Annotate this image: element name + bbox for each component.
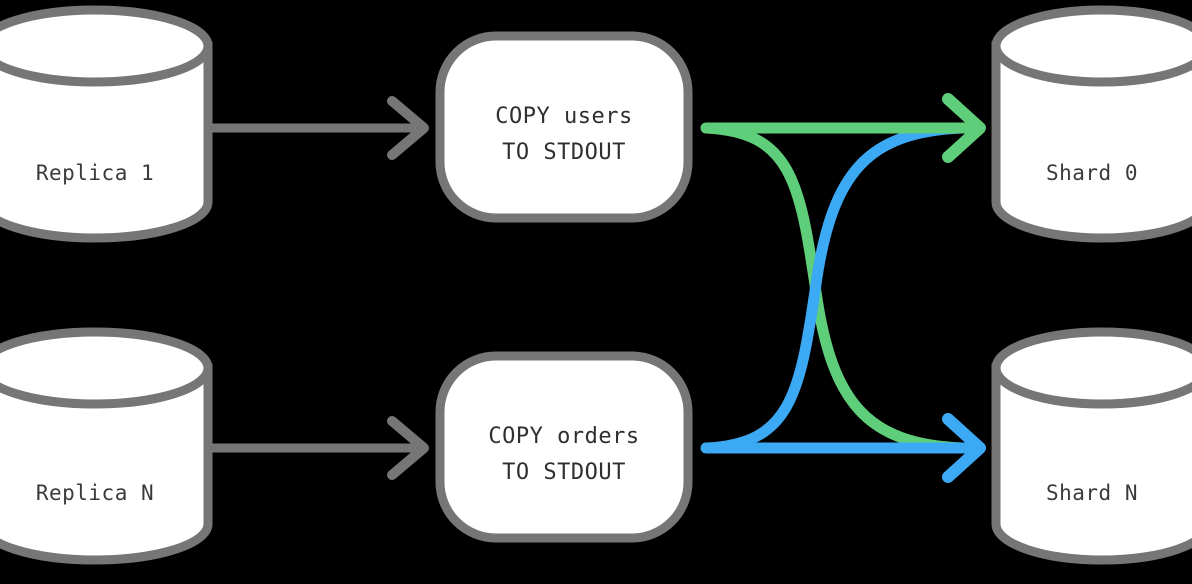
copy-users-line-2: TO STDOUT (502, 140, 626, 165)
flow-orders-to-shard-n (706, 413, 986, 483)
shard-n-label: Shard N (1046, 481, 1138, 505)
flow-orders-to-shard-0 (700, 122, 968, 454)
flow-users-to-shard-n (700, 122, 968, 454)
connector-replica1-to-copyusers (210, 96, 429, 160)
replica-1-label: Replica 1 (36, 161, 154, 185)
copy-users-line-1: COPY users (495, 104, 632, 129)
target-cylinder-shard-n[interactable]: Shard N (991, 327, 1192, 565)
connector-replican-to-copyorders (210, 416, 429, 480)
replica-n-cylinder-top (0, 327, 213, 409)
copy-orders-box-frame (435, 351, 693, 543)
copy-orders-line-2: TO STDOUT (502, 460, 626, 485)
process-box-copy-orders[interactable]: COPY orders TO STDOUT (435, 351, 693, 543)
shard-0-cylinder-top (991, 5, 1192, 87)
green-curve-down (700, 122, 968, 454)
feed-arrow-top-head-icon (387, 96, 429, 160)
replica-1-cylinder-top (0, 5, 213, 87)
shard-n-cylinder-body (991, 363, 1192, 565)
green-arrow-head-icon (942, 93, 986, 163)
target-cylinder-shard-0[interactable]: Shard 0 (991, 5, 1192, 243)
feed-arrow-bottom-head-icon (387, 416, 429, 480)
replica-n-label: Replica N (36, 481, 154, 505)
flow-users-to-shard-0 (706, 93, 986, 163)
source-cylinder-replica-n[interactable]: Replica N (0, 327, 213, 565)
copy-orders-line-1: COPY orders (488, 424, 639, 449)
source-cylinder-replica-1[interactable]: Replica 1 (0, 5, 213, 243)
process-box-copy-users[interactable]: COPY users TO STDOUT (435, 31, 693, 223)
shard-n-cylinder-top (991, 327, 1192, 409)
replica-1-cylinder-body (0, 41, 213, 243)
copy-users-box-frame (435, 31, 693, 223)
shard-0-label: Shard 0 (1046, 161, 1138, 185)
replica-n-cylinder-body (0, 363, 213, 565)
blue-arrow-head-icon (942, 413, 986, 483)
blue-curve-up (700, 122, 968, 454)
shard-0-cylinder-body (991, 41, 1192, 243)
